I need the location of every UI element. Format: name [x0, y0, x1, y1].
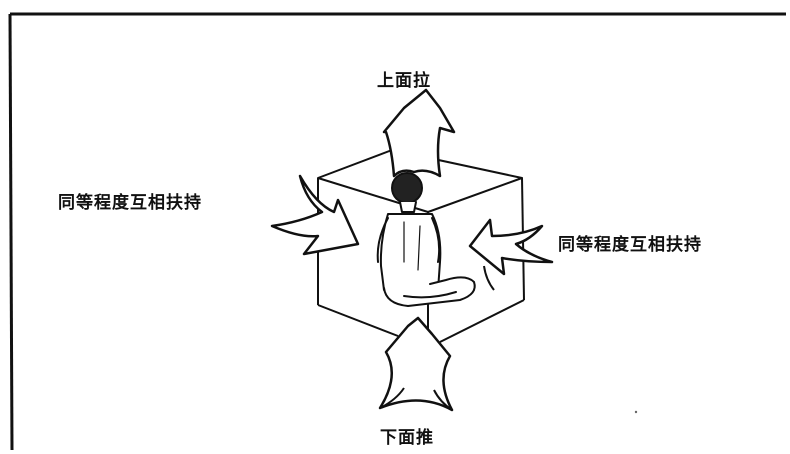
seated-person-figure	[376, 172, 476, 307]
label-bottom-push: 下面推	[380, 428, 434, 448]
label-left-support: 同等程度互相扶持	[58, 193, 202, 213]
right-support-arrow	[468, 218, 554, 291]
bottom-push-arrow	[378, 316, 454, 412]
up-arrow	[382, 88, 456, 178]
speck-mark	[634, 410, 638, 414]
label-top-pull: 上面拉	[377, 71, 431, 91]
label-right-support: 同等程度互相扶持	[558, 235, 702, 255]
frame-border	[8, 12, 786, 451]
left-support-arrow	[270, 174, 360, 256]
